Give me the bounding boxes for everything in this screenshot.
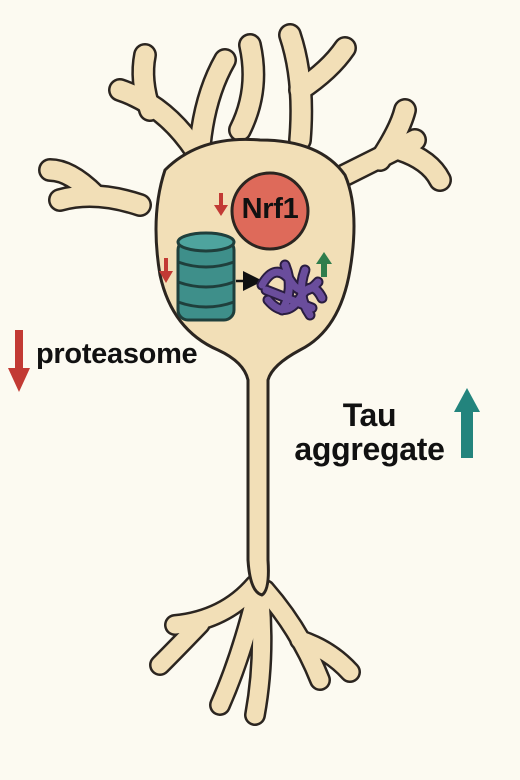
tau-tangle-icon: [256, 259, 328, 321]
proteasome-cylinder-icon: [176, 231, 236, 322]
tau-aggregate-label: Tau aggregate: [282, 398, 457, 466]
axon-terminals: [149, 574, 361, 726]
dendrites: [38, 23, 452, 217]
proteasome-label: proteasome: [36, 338, 198, 370]
proteasome-down-arrow-icon: [159, 258, 173, 283]
tau-up-arrow-icon: [316, 252, 332, 277]
nrf1-down-arrow-icon: [214, 193, 228, 216]
tau-increase-arrow-icon: [454, 388, 480, 458]
proteasome-decrease-arrow-icon: [8, 330, 30, 392]
tau-label-line1: Tau: [342, 397, 397, 433]
nrf1-circle-icon: [230, 171, 310, 251]
nrf1-label: Nrf1: [241, 193, 299, 225]
neuron-cell: [38, 23, 452, 726]
tau-label-line2: aggregate: [294, 431, 445, 467]
